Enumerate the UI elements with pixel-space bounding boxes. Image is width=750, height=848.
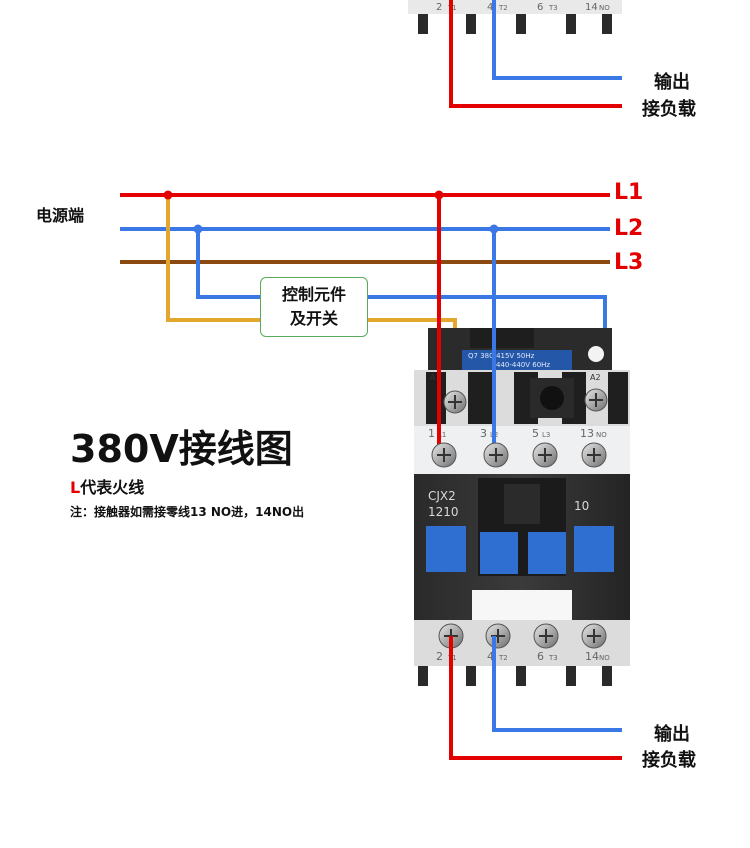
top-partial-contactor: 2 T1 4 T2 6 T3 14 NO bbox=[408, 0, 622, 108]
svg-text:6: 6 bbox=[537, 2, 543, 13]
svg-text:T3: T3 bbox=[548, 654, 558, 662]
top-partial-panel bbox=[408, 0, 622, 14]
svg-text:NO: NO bbox=[599, 4, 610, 12]
control-line-2: 及开关 bbox=[289, 309, 338, 328]
coil-indicator bbox=[588, 346, 604, 362]
svg-text:6: 6 bbox=[537, 650, 544, 663]
svg-text:440-440V 60Hz: 440-440V 60Hz bbox=[496, 361, 550, 369]
svg-text:T3: T3 bbox=[548, 4, 558, 12]
contact-code: 10 bbox=[574, 499, 589, 513]
contactor: Q7 380-415V 50Hz 440-440V 60Hz A2 A1 1 L… bbox=[414, 328, 630, 686]
power-source-label: 电源端 bbox=[36, 206, 85, 225]
svg-text:5: 5 bbox=[532, 427, 539, 440]
top-blue-output-wire bbox=[492, 0, 622, 80]
legend-text: 代表火线 bbox=[80, 478, 145, 497]
top-red-output-wire bbox=[449, 0, 622, 108]
yellow-control-wire-in bbox=[166, 195, 260, 322]
top-output-label-2: 接负载 bbox=[642, 99, 696, 120]
label-plate bbox=[472, 590, 572, 622]
svg-text:1: 1 bbox=[428, 427, 435, 440]
svg-text:NO: NO bbox=[599, 654, 610, 662]
rating-label bbox=[462, 350, 572, 370]
svg-text:4: 4 bbox=[487, 650, 494, 663]
power-lines bbox=[120, 193, 610, 264]
nameplate-model: CJX2 bbox=[428, 489, 456, 503]
top-output-label-1: 输出 bbox=[654, 72, 690, 93]
svg-text:T2: T2 bbox=[498, 4, 508, 12]
svg-text:Q7 380-415V 50Hz: Q7 380-415V 50Hz bbox=[468, 352, 535, 360]
junction-dot bbox=[163, 190, 173, 200]
bottom-output-label-2: 接负载 bbox=[642, 750, 696, 771]
bottom-blue-output-wire bbox=[492, 636, 622, 732]
svg-text:A2: A2 bbox=[590, 373, 601, 382]
control-element-box: 控制元件 及开关 bbox=[260, 277, 368, 337]
svg-text:L1: L1 bbox=[438, 431, 446, 439]
bottom-red-output-wire bbox=[449, 636, 622, 760]
svg-text:T2: T2 bbox=[498, 654, 508, 662]
blue-control-wire-in bbox=[196, 229, 260, 299]
nameplate-code: 1210 bbox=[428, 505, 459, 519]
diagram-title: 380V接线图 bbox=[70, 427, 293, 471]
blue-window-right bbox=[574, 526, 614, 572]
svg-text:14: 14 bbox=[585, 650, 599, 663]
line-label-l1: L1 bbox=[614, 180, 644, 205]
top-screws bbox=[431, 442, 607, 468]
line-label-l2: L2 bbox=[614, 216, 644, 241]
legend-line: L代表火线 bbox=[70, 474, 144, 498]
svg-text:NO: NO bbox=[596, 431, 607, 439]
actuator-right bbox=[528, 532, 566, 574]
actuator-left bbox=[480, 532, 518, 574]
svg-text:14: 14 bbox=[585, 2, 598, 13]
svg-text:L3: L3 bbox=[542, 431, 550, 439]
svg-text:4: 4 bbox=[487, 2, 493, 13]
svg-text:3: 3 bbox=[480, 427, 487, 440]
svg-text:13: 13 bbox=[580, 427, 594, 440]
note-text: 注：接触器如需接零线13 NO进，14NO出 bbox=[70, 505, 305, 519]
svg-text:2: 2 bbox=[436, 650, 443, 663]
junction-dot bbox=[193, 224, 203, 234]
bottom-output-label-1: 输出 bbox=[654, 724, 690, 745]
svg-text:A1: A1 bbox=[430, 373, 441, 382]
blue-window-left bbox=[426, 526, 466, 572]
top-partial-term-2: 2 bbox=[436, 2, 442, 13]
legend-l: L bbox=[70, 478, 81, 497]
line-label-l3: L3 bbox=[614, 250, 644, 275]
control-line-1: 控制元件 bbox=[281, 285, 346, 304]
